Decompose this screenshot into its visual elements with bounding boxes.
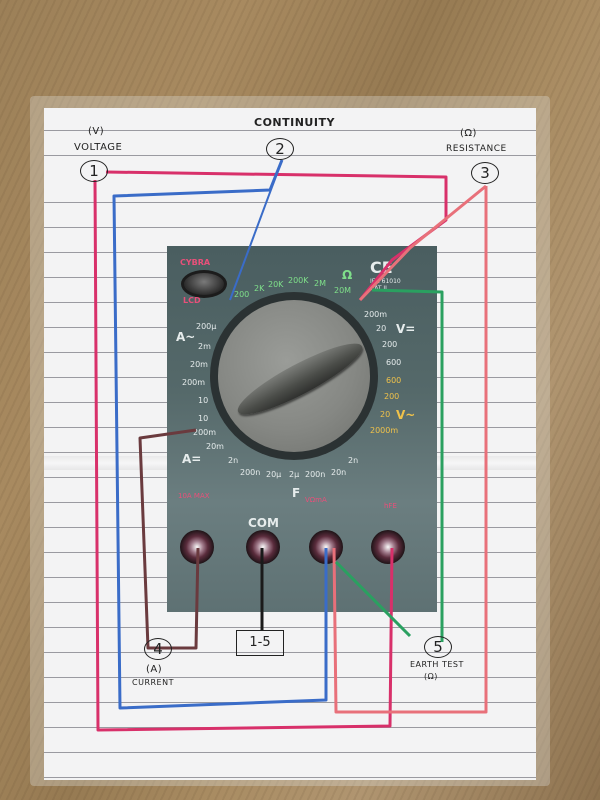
earth-test-unit: (Ω) [424,672,438,681]
acv-600: 600 [386,376,402,385]
dc-amps-label: A= [182,452,202,466]
cap-2n-right: 2n [348,456,359,465]
ac-amp-10: 10 [198,396,209,405]
jack-hfe[interactable] [371,530,405,564]
wire-earth [371,288,444,642]
dcv-200m: 200m [364,310,388,319]
ohm-range-200: 200 [234,290,250,299]
ohm-range-2m: 2M [314,279,326,288]
cap-20n: 20n [331,468,347,477]
cert-line-2: CAT II [370,285,387,292]
resistance-label: RESISTANCE [446,144,507,154]
terminal-3: 3 [471,162,499,184]
brand-label: CYBRA [180,258,211,267]
acv-2000m: 2000m [370,426,399,435]
cap-2n: 2n [228,456,239,465]
ac-amp-200u: 200μ [196,322,217,331]
ohm-range-20k: 20K [268,280,284,289]
dcv-200: 200 [382,340,398,349]
ac-amp-2m: 2m [198,342,211,351]
dcv-20: 20 [376,324,387,333]
ohm-symbol: Ω [342,268,353,282]
dc-amp-10: 10 [198,414,209,423]
ac-amps-label: A~ [176,330,196,344]
resistance-unit: (Ω) [460,128,477,139]
dcv-600: 600 [386,358,402,367]
terminal-5: 5 [424,636,452,658]
jack-label-10a: 10A MAX [178,492,210,500]
current-label: CURRENT [132,678,174,687]
acv-label: V~ [396,408,416,422]
continuity-heading: CONTINUITY [254,116,335,129]
terminal-2: 2 [266,138,294,160]
dc-amp-200m: 200m [193,428,217,437]
terminal-1: 1 [80,160,108,182]
voltage-unit: (V) [88,126,105,137]
cert-line-1: IEC 61010 [370,278,401,285]
capacitance-label: F [292,486,301,500]
ac-amp-200m: 200m [182,378,206,387]
wire-resistance [358,184,487,302]
ohm-range-2k: 2K [254,284,265,293]
wire-continuity-to-dial [229,159,283,301]
earth-test-label: EARTH TEST [410,660,464,669]
common-terminal-box: 1-5 [236,630,284,656]
wire-earth-jack [334,560,412,638]
wire-voltage-return [93,179,394,732]
acv-20: 20 [380,410,391,419]
cap-2000: 200n [240,468,261,477]
brand-sub-label: LCD [183,296,201,305]
power-button[interactable] [181,270,227,298]
wire-voltage [105,170,448,301]
acv-200: 200 [384,392,400,401]
ohm-range-200k: 200K [288,276,309,285]
lined-paper-sheet [44,108,536,780]
cap-2u: 2μ [289,470,300,479]
ac-amp-20m: 20m [190,360,208,369]
ohm-range-20m: 20M [334,286,352,295]
terminal-4: 4 [144,638,172,660]
dc-amp-20m: 20m [206,442,224,451]
voltage-label: VOLTAGE [74,142,123,153]
jack-label-com: COM [248,516,279,530]
jack-label-hfe: hFE [384,502,397,510]
cap-200n: 200n [305,470,326,479]
dcv-label: V= [396,322,416,336]
wire-resistance-return [332,186,488,714]
current-unit: (A) [146,664,163,675]
cap-20u: 20μ [266,470,282,479]
jack-label-vohm: VΩmA [305,496,327,504]
wire-current [138,428,200,650]
